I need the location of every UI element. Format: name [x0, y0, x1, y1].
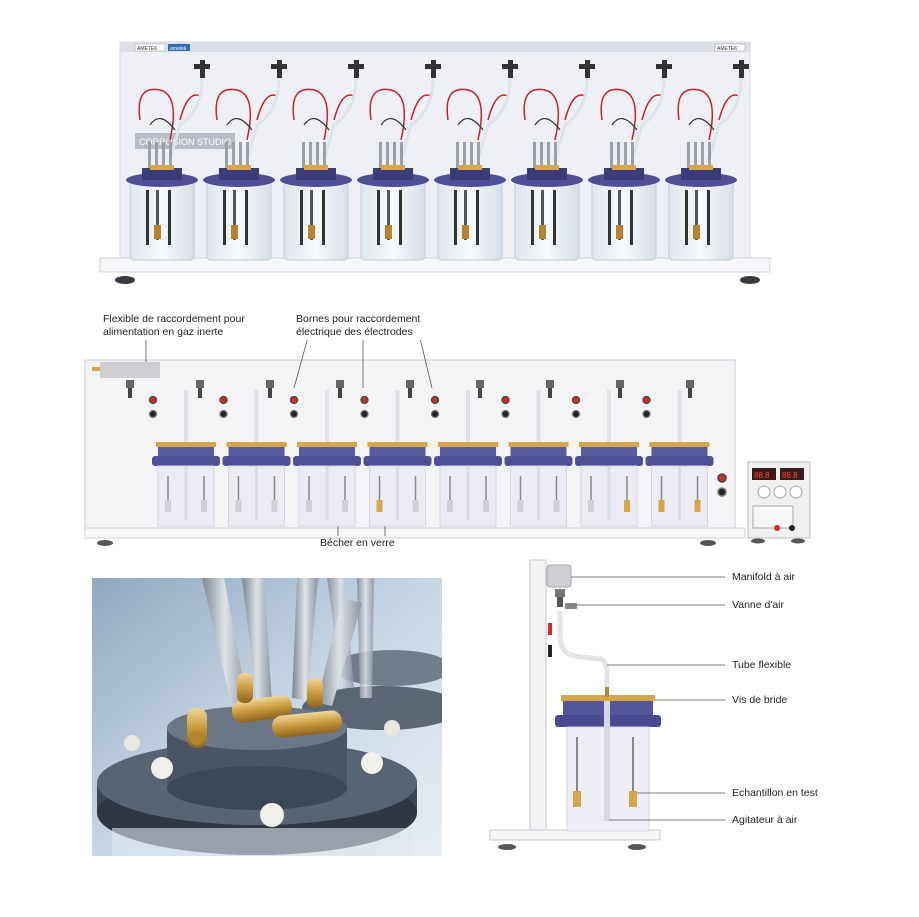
test-sample-right — [629, 791, 637, 807]
gas-valve-icon — [686, 380, 694, 398]
front-cell — [360, 390, 432, 527]
svg-text:88.8: 88.8 — [782, 471, 798, 480]
gas-valve-icon — [336, 380, 344, 398]
beaker-label: Bécher en verre — [320, 537, 395, 549]
photo-cell — [126, 60, 210, 261]
corrosion-station-photo: AMETEK ametek AMETEK CORROSION STUDIO — [99, 41, 771, 284]
air-manifold — [546, 564, 572, 588]
black-terminal — [219, 409, 228, 419]
side-view-diagram — [485, 555, 735, 865]
front-cell — [571, 390, 643, 527]
front-view-svg: 88.8 88.8 — [84, 329, 811, 546]
photo-cell — [665, 60, 749, 261]
gas-valve-icon — [406, 380, 414, 398]
gas-hose-label: Flexible de raccordement pour alimentati… — [103, 313, 245, 339]
front-cells — [126, 380, 714, 527]
red-terminal — [501, 395, 510, 405]
front-cell — [430, 390, 502, 527]
gas-valve-icon — [196, 380, 204, 398]
red-terminal — [360, 395, 369, 405]
front-cell — [219, 390, 291, 527]
red-terminal — [430, 395, 440, 405]
svg-text:88.8: 88.8 — [754, 471, 770, 480]
red-terminal — [571, 395, 581, 405]
electrode-closeup-svg — [92, 578, 442, 856]
red-terminal — [148, 395, 158, 405]
screw-label: Vis de bride — [732, 694, 788, 706]
terminals-label: Bornes pour raccordement électrique des … — [296, 313, 420, 339]
black-terminal — [148, 409, 158, 419]
gas-inlet-fitting — [92, 367, 100, 371]
brand-left-label: AMETEK — [137, 46, 158, 52]
red-terminal — [219, 395, 228, 405]
gas-hose-label-line2: alimentation en gaz inerte — [103, 326, 224, 338]
manifold-label: Manifold à air — [732, 571, 796, 583]
terminals-label-line2: électrique des électrodes — [296, 326, 413, 338]
sample-label: Echantillon en test — [732, 787, 818, 799]
red-terminal — [642, 395, 651, 405]
brand-tag-label: ametek — [170, 46, 187, 52]
gas-hose-label-line1: Flexible de raccordement pour — [103, 313, 245, 325]
photo-cell — [434, 60, 518, 261]
front-cell — [148, 390, 220, 527]
power-supply: 88.8 88.8 — [747, 461, 811, 544]
top-photo: AMETEK ametek AMETEK CORROSION STUDIO — [95, 30, 775, 295]
gas-hose-block — [100, 362, 160, 378]
black-terminal — [360, 409, 369, 419]
front-cell — [642, 390, 714, 527]
black-terminal — [642, 409, 651, 419]
closeup-photo — [92, 578, 442, 856]
black-terminal — [571, 409, 581, 419]
photo-cell — [280, 60, 364, 261]
front-cell — [501, 390, 573, 527]
front-view-diagram: 88.8 88.8 — [80, 329, 815, 555]
right-black-terminal — [717, 487, 727, 497]
stirrer-label: Agitateur à air — [732, 814, 798, 826]
gas-valve-icon — [266, 380, 274, 398]
photo-cell — [357, 60, 441, 261]
photo-cell — [588, 60, 672, 261]
gas-valve-icon — [126, 380, 134, 398]
side-black-terminal — [548, 645, 552, 657]
tube-label: Tube flexible — [732, 659, 792, 671]
red-terminal — [289, 395, 299, 405]
gas-valve-icon — [546, 380, 554, 398]
test-sample-left — [573, 791, 581, 807]
top-cells — [126, 60, 749, 261]
side-view-svg — [489, 559, 725, 850]
photo-cell — [511, 60, 595, 261]
photo-cell — [203, 60, 287, 261]
flange-screw — [561, 695, 655, 701]
flexible-tube — [557, 611, 610, 690]
sign-label: CORROSION STUDIO — [139, 137, 231, 147]
right-red-terminal — [717, 473, 727, 483]
black-terminal — [501, 409, 510, 419]
brand-right-label: AMETEK — [717, 46, 738, 52]
gas-valve-icon — [616, 380, 624, 398]
valve-label: Vanne d'air — [732, 599, 785, 611]
black-terminal — [430, 409, 440, 419]
gas-valve-icon — [476, 380, 484, 398]
air-valve — [557, 597, 563, 607]
side-red-terminal — [548, 623, 552, 635]
front-cell — [289, 390, 361, 527]
black-terminal — [289, 409, 299, 419]
terminals-label-line1: Bornes pour raccordement — [296, 313, 421, 325]
